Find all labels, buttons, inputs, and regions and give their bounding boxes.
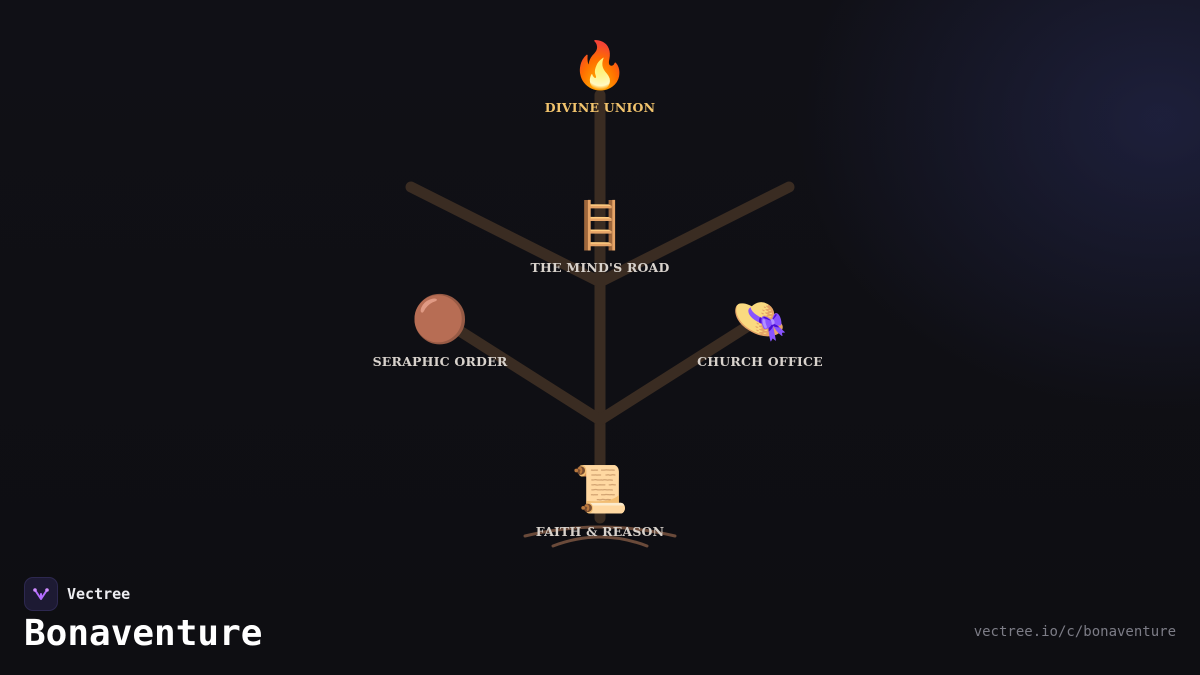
- root-arc-inner: [551, 535, 649, 548]
- node-label: CHURCH OFFICE: [697, 354, 823, 369]
- page-url[interactable]: vectree.io/c/bonaventure: [973, 624, 1176, 640]
- node-minds-road[interactable]: 🪜 THE MIND'S ROAD: [531, 198, 670, 275]
- node-divine-union[interactable]: 🔥 DIVINE UNION: [545, 38, 655, 115]
- brown-circle-icon: 🟤: [411, 294, 469, 345]
- hat-icon: 👒: [731, 294, 789, 345]
- root-arc-outer: [523, 525, 677, 538]
- scroll-icon: 📜: [571, 464, 629, 515]
- node-label: SERAPHIC ORDER: [372, 354, 508, 369]
- branch-lower-left: [446, 320, 606, 426]
- branch-upper-right: [594, 181, 795, 288]
- node-label: FAITH & REASON: [535, 524, 665, 539]
- page-title: Bonaventure: [24, 613, 263, 654]
- fire-icon: 🔥: [571, 40, 629, 91]
- brand-name: Vectree: [67, 585, 131, 603]
- node-faith-reason[interactable]: 📜 FAITH & REASON: [536, 462, 665, 539]
- brand[interactable]: Vectree: [24, 577, 130, 611]
- vectree-logo-icon: [24, 577, 58, 611]
- node-church-office[interactable]: 👒 CHURCH OFFICE: [697, 292, 823, 369]
- node-label: DIVINE UNION: [544, 100, 656, 115]
- branch-lower-right: [594, 320, 754, 426]
- node-seraphic-order[interactable]: 🟤 SERAPHIC ORDER: [373, 292, 508, 369]
- branch-upper-left: [405, 181, 606, 288]
- node-label: THE MIND'S ROAD: [530, 260, 670, 275]
- ladder-icon: 🪜: [571, 200, 629, 251]
